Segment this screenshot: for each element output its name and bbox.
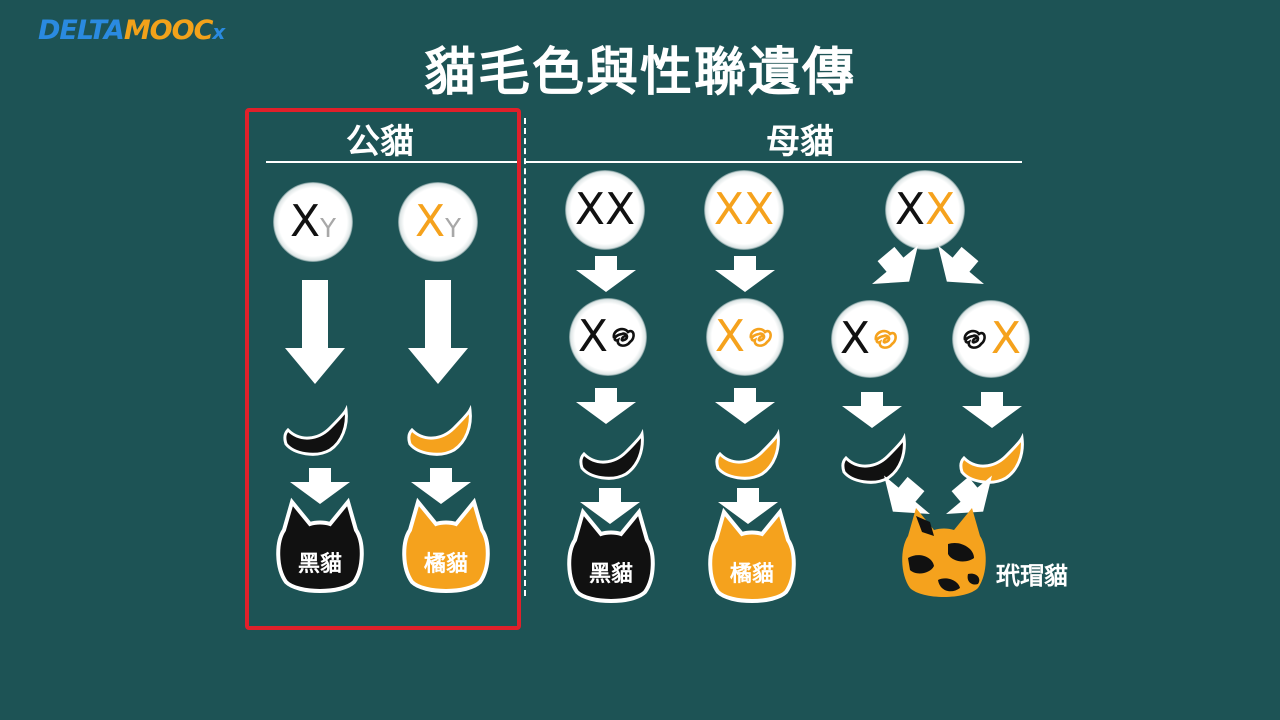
- cat-label-orange: 橘貓: [729, 562, 774, 587]
- fur-patch-orange: [959, 436, 1024, 484]
- arrow-down-icon: [411, 468, 471, 504]
- arrow-diagonal-icon: [923, 234, 993, 301]
- fur-patch-black: [841, 436, 906, 484]
- arrow-down-icon: [408, 280, 468, 384]
- fur-patch-black: [579, 432, 644, 480]
- cat-label-calico: 玳瑁貓: [996, 562, 1068, 590]
- inactivated-x-scribble-icon: [612, 327, 635, 347]
- fur-patch-black: [283, 408, 348, 456]
- section-separator: [524, 118, 526, 596]
- arrow-down-icon: [576, 388, 636, 424]
- fur-patch-orange: [715, 432, 780, 480]
- arrow-down-icon: [285, 280, 345, 384]
- inactivation-orange: X: [706, 298, 784, 376]
- cat-label-orange: 橘貓: [423, 552, 468, 577]
- arrow-down-icon: [842, 392, 902, 428]
- female-section-label: 母貓: [766, 122, 834, 162]
- inactivated-x-scribble-icon: [749, 327, 772, 347]
- inactivated-x-scribble-icon: [963, 329, 986, 349]
- arrow-down-icon: [576, 256, 636, 292]
- inactivation-calico-orange-active: X: [952, 300, 1030, 378]
- male-divider: [266, 161, 518, 163]
- arrow-diagonal-icon: [863, 234, 933, 301]
- arrow-down-icon: [290, 468, 350, 504]
- arrow-down-icon: [715, 256, 775, 292]
- cat-label-black: 黑貓: [588, 562, 633, 587]
- cat-head-calico-icon: [902, 508, 986, 597]
- arrow-down-icon: [715, 388, 775, 424]
- arrow-down-icon: [962, 392, 1022, 428]
- inactivation-black: X: [569, 298, 647, 376]
- fur-patch-orange: [407, 408, 472, 456]
- page-title: 貓毛色與性聯遺傳: [423, 43, 856, 103]
- inactivated-x-scribble-icon: [874, 329, 897, 349]
- male-highlight-box: [245, 108, 521, 630]
- logo: DELTAMOOCx: [38, 15, 225, 46]
- female-divider: [524, 161, 1022, 163]
- male-section-label: 公貓: [346, 122, 414, 162]
- cat-label-black: 黑貓: [297, 552, 342, 577]
- inactivation-calico-black-active: X: [831, 300, 909, 378]
